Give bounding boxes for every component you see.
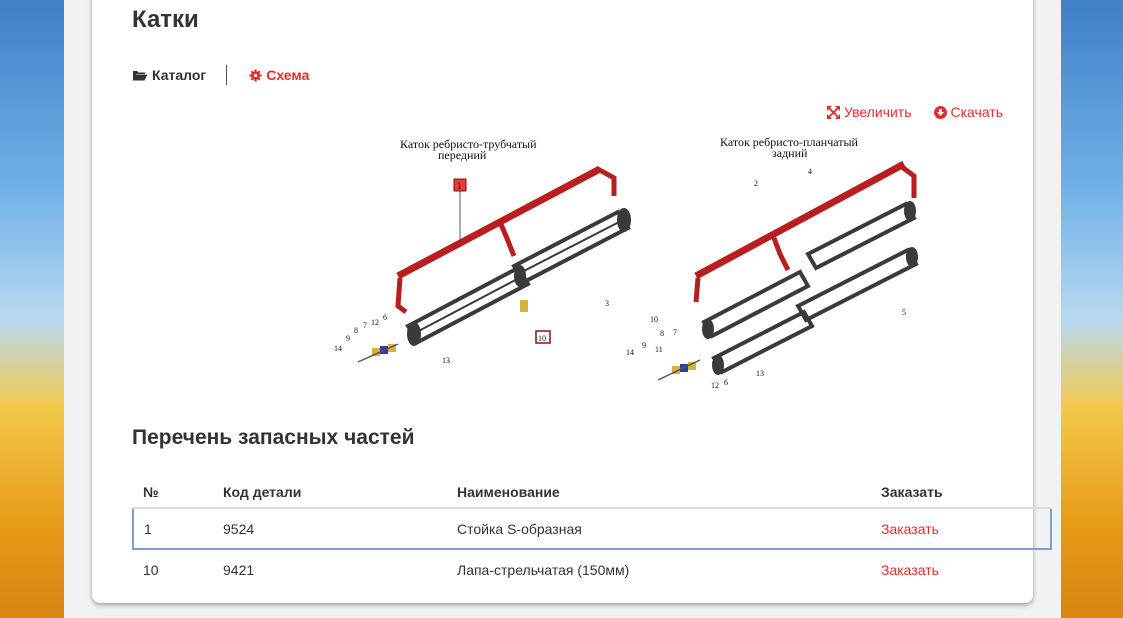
column-header-code: Код детали [213, 476, 447, 509]
cell-name: Стойка S-образная [447, 507, 871, 550]
download-circle-icon [933, 105, 947, 119]
cell-order: Заказать [871, 507, 1052, 550]
download-button[interactable]: Скачать [933, 104, 1004, 120]
content-card: Катки Каталог [92, 0, 1052, 603]
page-container: Катки Каталог [64, 0, 1061, 618]
callout-9-left: 9 [346, 334, 350, 343]
table-header-row: № Код детали Наименование Заказать [133, 476, 1051, 509]
zoom-label: Увеличить [843, 104, 912, 120]
callout-13-left: 13 [442, 356, 450, 365]
callout-5-right: 5 [902, 308, 906, 317]
background-right [1061, 0, 1123, 618]
parts-table: № Код детали Наименование Заказать 1 952… [132, 476, 1052, 590]
zoom-button[interactable]: Увеличить [826, 104, 912, 120]
view-tabs: Каталог Схема [132, 64, 309, 86]
order-link[interactable]: Заказать [881, 562, 939, 578]
cell-name: Лапа-стрельчатая (150мм) [447, 548, 871, 590]
right-caption-line1: Каток ребристо-планчатый [720, 135, 859, 149]
right-caption-line2: задний [772, 146, 808, 160]
left-caption-line2: передний [438, 148, 487, 162]
marker-10 [535, 330, 551, 344]
tab-scheme-label: Схема [266, 67, 310, 83]
callout-3-left: 3 [605, 299, 609, 308]
callout-6-right: 6 [724, 378, 728, 387]
callout-2-right: 2 [754, 179, 758, 188]
gear-icon [249, 68, 262, 82]
marker-10-label: 10 [538, 334, 546, 343]
right-roller-assembly: 2 4 5 10 8 7 9 11 14 12 6 13 [626, 160, 919, 390]
callout-12-right: 12 [711, 381, 719, 390]
column-header-number: № [133, 476, 213, 509]
expand-icon [826, 105, 840, 119]
callout-8-left: 8 [354, 326, 358, 335]
cell-order: Заказать [871, 548, 1051, 590]
callout-10-right: 10 [650, 315, 658, 324]
callout-7-left: 7 [363, 321, 367, 330]
tab-scheme[interactable]: Схема [249, 67, 309, 83]
callout-12-left: 12 [371, 318, 379, 327]
scheme-diagram[interactable]: Каток ребристо-трубчатый передний Каток … [328, 126, 924, 406]
cell-code: 9421 [213, 548, 447, 590]
callout-14-left: 14 [334, 344, 342, 353]
callout-7-right: 7 [673, 328, 677, 337]
parts-list-title: Перечень запасных частей [132, 426, 415, 449]
scheme-actions: Увеличить Скачать [826, 104, 1004, 120]
scheme-svg: Каток ребристо-трубчатый передний Каток … [334, 135, 919, 390]
table-row[interactable]: 1 9524 Стойка S-образная Заказать [132, 507, 1052, 550]
order-link[interactable]: Заказать [881, 520, 939, 537]
callout-6-left: 6 [383, 313, 387, 322]
cell-number: 10 [133, 548, 213, 590]
column-header-name: Наименование [447, 476, 871, 509]
callout-4-right: 4 [808, 167, 812, 176]
tab-divider [226, 65, 228, 85]
folder-open-icon [132, 71, 148, 81]
callout-8-right: 8 [660, 329, 664, 338]
column-header-order: Заказать [871, 476, 1051, 509]
marker-1-label: 1 [457, 181, 462, 191]
tab-catalog[interactable]: Каталог [132, 67, 206, 83]
page-title: Катки [132, 6, 199, 33]
table-row[interactable]: 10 9421 Лапа-стрельчатая (150мм) Заказат… [133, 548, 1051, 590]
left-caption-line1: Каток ребристо-трубчатый [400, 137, 537, 151]
left-roller-assembly: 1 10 14 9 8 7 12 6 3 13 [334, 165, 631, 365]
tab-catalog-label: Каталог [152, 67, 207, 83]
callout-11-right: 11 [655, 345, 663, 354]
cell-number: 1 [132, 507, 213, 550]
background-left [0, 0, 64, 618]
callout-13-right: 13 [756, 369, 764, 378]
cell-code: 9524 [213, 507, 447, 550]
callout-14-right: 14 [626, 348, 634, 357]
callout-9-right: 9 [642, 341, 646, 350]
download-label: Скачать [950, 104, 1004, 120]
